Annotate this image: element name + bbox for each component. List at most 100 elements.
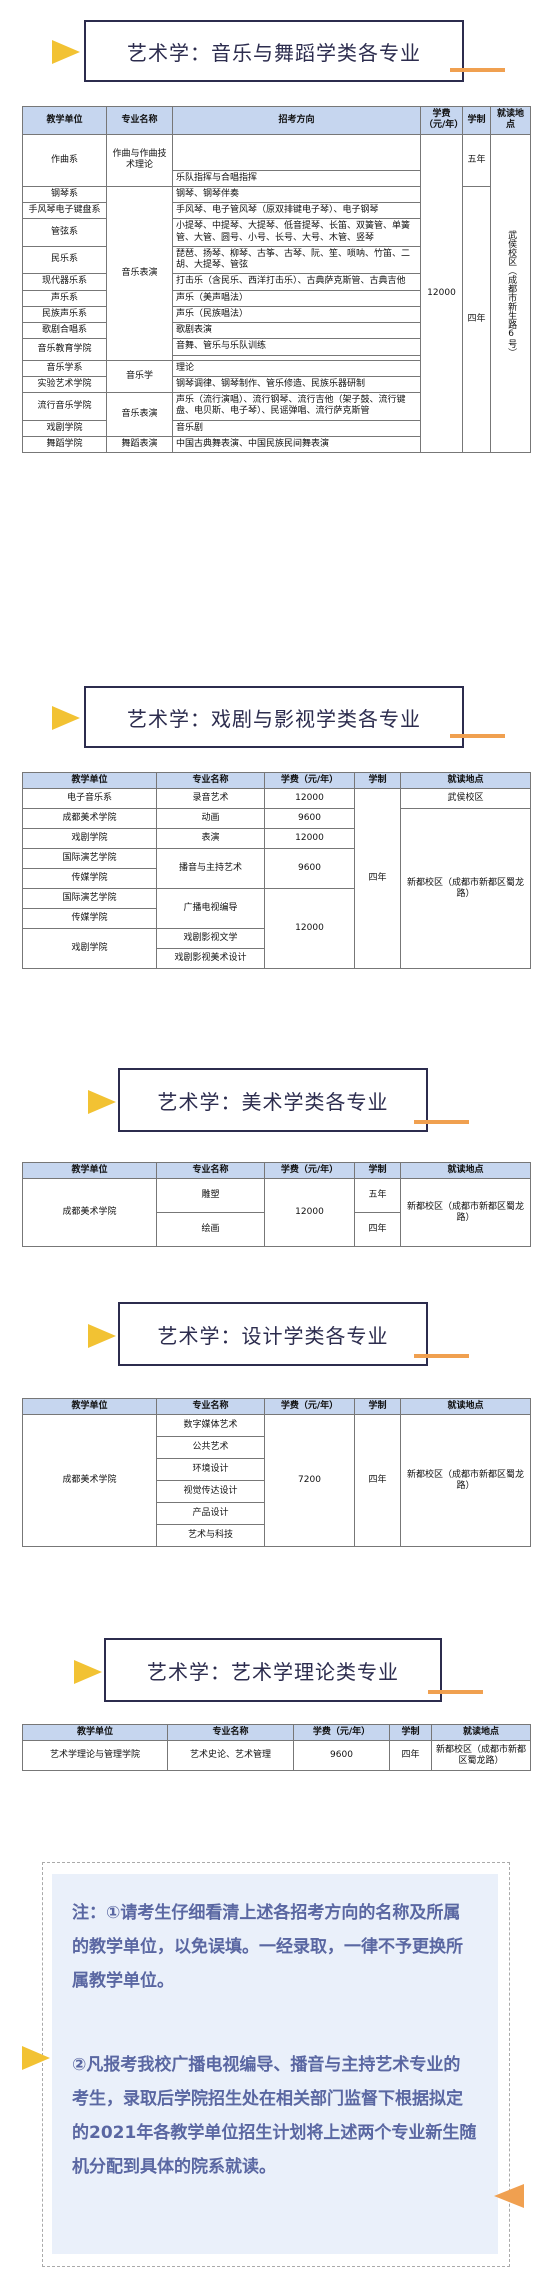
- major-cell: 表演: [156, 828, 265, 850]
- unit-cell: 现代器乐系: [22, 273, 107, 291]
- col-header: 学费（元/年）: [264, 1397, 355, 1416]
- place-cell: 武侯校区: [400, 788, 531, 810]
- orange-dash-icon: [450, 734, 505, 738]
- table-row: 现代器乐系 打击乐（含民乐、西洋打击乐）、古典萨克斯管、古典吉他: [22, 273, 531, 291]
- section-header-drama-film: 艺术学：戏剧与影视学类各专业: [84, 686, 464, 748]
- table-row: 音乐教育学院 音舞、管乐与乐队训练: [22, 338, 531, 361]
- fee-cell: 12000: [264, 828, 355, 850]
- direction-cell: 打击乐（含民乐、西洋打击乐）、古典萨克斯管、古典吉他: [172, 273, 421, 291]
- major-cell: 播音与主持艺术: [156, 848, 265, 890]
- major-cell: 产品设计: [156, 1502, 265, 1526]
- section-title: 艺术学：艺术学理论类专业: [147, 1659, 399, 1684]
- unit-cell: 民乐系: [22, 245, 107, 275]
- table-row: 戏剧学院 戏剧影视文学: [22, 928, 531, 970]
- orange-dash-icon: [428, 1690, 483, 1694]
- major-cell: 作曲与作曲技术理论: [106, 133, 173, 187]
- table-row: 国际演艺学院 播音与主持艺术 9600: [22, 848, 531, 890]
- col-header: 教学单位: [22, 1723, 168, 1742]
- direction-cell: 声乐（美声唱法）: [172, 289, 421, 307]
- col-header: 就读地点: [431, 1723, 531, 1742]
- table-row: 成都美术学院 雕塑 12000 五年 新都校区（成都市新都区蜀龙路）: [22, 1178, 531, 1248]
- direction-cell: 钢琴、钢琴伴奏: [172, 185, 421, 204]
- col-header: 学费（元/年）: [264, 1161, 355, 1180]
- unit-cell: 戏剧学院: [22, 419, 107, 437]
- fee-cell: 12000: [264, 888, 355, 970]
- unit-cell: 艺术学理论与管理学院: [22, 1740, 168, 1772]
- orange-dash-icon: [414, 1120, 469, 1124]
- unit-cell: 成都美术学院: [22, 808, 157, 830]
- table-row: 舞蹈学院 舞蹈表演 中国古典舞表演、中国民族民间舞表演: [22, 435, 531, 454]
- unit-cell: 民族声乐系: [22, 305, 107, 324]
- place-cell: 新都校区（成都市新都区蜀龙路）: [431, 1740, 531, 1772]
- direction-cell: 琵琶、扬琴、柳琴、古筝、古琴、阮、笙、唢呐、竹笛、二胡、大提琴、管弦: [172, 245, 421, 275]
- table-row: 传媒学院: [22, 908, 531, 930]
- major-cell: 环境设计: [156, 1458, 265, 1482]
- col-header: 专业名称: [167, 1723, 294, 1742]
- table-header-row: 教学单位 专业名称 学费（元/年） 学制 就读地点: [22, 1161, 531, 1180]
- table-row: 戏剧影视美术设计: [23, 948, 531, 970]
- table-header-row: 教学单位 专业名称 招考方向 学费（元/年） 学制 就读地点: [22, 106, 531, 135]
- drama-film-table: 教学单位 专业名称 学费（元/年） 学制 就读地点 电子音乐系 录音艺术 120…: [22, 771, 531, 970]
- direction-cell: 音乐剧: [172, 419, 421, 437]
- col-header: 学制: [389, 1723, 432, 1742]
- table-row: 乐队指挥与合唱指挥: [23, 169, 531, 187]
- place-cell: 武侯校区（成都市新生路6号）: [490, 133, 531, 453]
- major-cell: 录音艺术: [156, 788, 265, 810]
- col-header: 专业名称: [156, 1397, 265, 1416]
- table-row: 艺术学理论与管理学院 艺术史论、艺术管理 9600 四年 新都校区（成都市新都区…: [22, 1740, 531, 1772]
- section-header-fine-arts: 艺术学：美术学类各专业: [118, 1068, 428, 1132]
- col-header: 就读地点: [400, 1161, 531, 1180]
- table-row: 戏剧学院 表演 12000: [22, 828, 531, 850]
- unit-cell: 传媒学院: [22, 868, 157, 890]
- major-cell: 戏剧影视美术设计: [156, 948, 265, 970]
- unit-cell: 音乐教育学院: [22, 338, 107, 361]
- table-row: 艺术与科技: [23, 1524, 531, 1548]
- music-dance-table: 教学单位 专业名称 招考方向 学费（元/年） 学制 就读地点 作曲系 作曲与作曲…: [22, 106, 531, 454]
- major-cell: 音乐学: [106, 359, 173, 393]
- major-cell: 音乐表演: [106, 392, 173, 437]
- major-cell: 广播电视编导: [156, 888, 265, 930]
- unit-cell: 手风琴电子键盘系: [22, 201, 107, 220]
- unit-cell: 成都美术学院: [22, 1414, 157, 1548]
- direction-cell: 理论: [172, 359, 421, 377]
- major-cell: 舞蹈表演: [106, 435, 173, 454]
- direction-cell: 歌剧表演: [172, 321, 421, 340]
- col-header: 学制: [354, 1397, 401, 1416]
- orange-dash-icon: [450, 68, 505, 72]
- yellow-arrow-icon: [74, 1660, 102, 1684]
- section-title: 艺术学：戏剧与影视学类各专业: [127, 706, 421, 731]
- table-row: 民族声乐系 声乐（民族唱法）: [22, 305, 531, 324]
- section-title: 艺术学：音乐与舞蹈学类各专业: [127, 40, 421, 65]
- col-header: 学费（元/年）: [420, 106, 463, 135]
- yellow-arrow-icon: [88, 1324, 116, 1348]
- unit-cell: 实验艺术学院: [22, 375, 107, 394]
- table-row: 民乐系 琵琶、扬琴、柳琴、古筝、古琴、阮、笙、唢呐、竹笛、二胡、大提琴、管弦: [22, 245, 531, 275]
- table-row: 视觉传达设计: [23, 1480, 531, 1504]
- table-row: 环境设计: [23, 1458, 531, 1482]
- years-cell: 四年: [462, 185, 491, 454]
- yellow-arrow-icon: [52, 40, 80, 64]
- unit-cell: 戏剧学院: [22, 928, 157, 970]
- table-row: 手风琴电子键盘系 手风琴、电子管风琴（原双排键电子琴）、电子钢琴: [22, 201, 531, 220]
- yellow-arrow-icon: [52, 706, 80, 730]
- fee-cell: 9600: [264, 808, 355, 830]
- col-header: 学制: [354, 771, 401, 790]
- table-row: 公共艺术: [23, 1436, 531, 1460]
- design-table: 教学单位 专业名称 学费（元/年） 学制 就读地点 成都美术学院 数字媒体艺术 …: [22, 1397, 531, 1548]
- major-cell: 戏剧影视文学: [156, 928, 265, 950]
- col-header: 学制: [462, 106, 491, 135]
- place-text: 武侯校区（成都市新生路6号）: [506, 229, 517, 357]
- years-cell: 四年: [389, 1740, 432, 1772]
- table-row: 实验艺术学院 钢琴调律、钢琴制作、管乐修造、民族乐器研制: [22, 375, 531, 394]
- section-title: 艺术学：设计学类各专业: [157, 1323, 389, 1348]
- unit-cell: 音乐学系: [22, 359, 107, 377]
- direction-cell: 声乐（流行演唱）、流行钢琴、流行吉他（架子鼓、流行键盘、电贝斯、电子琴）、民谣弹…: [172, 392, 421, 421]
- col-header: 学费（元/年）: [264, 771, 355, 790]
- major-cell: 数字媒体艺术: [156, 1414, 265, 1438]
- table-row: 作曲系 作曲与作曲技术理论 12000 五年 武侯校区（成都市新生路6号）: [22, 133, 531, 453]
- yellow-arrow-icon: [22, 2046, 50, 2070]
- direction-cell: 小提琴、中提琴、大提琴、低音提琴、长笛、双簧管、单簧管、大管、圆号、小号、长号、…: [172, 218, 421, 247]
- col-header: 学费（元/年）: [293, 1723, 390, 1742]
- table-header-row: 教学单位 专业名称 学费（元/年） 学制 就读地点: [22, 1723, 531, 1742]
- note-background: [52, 1874, 498, 2254]
